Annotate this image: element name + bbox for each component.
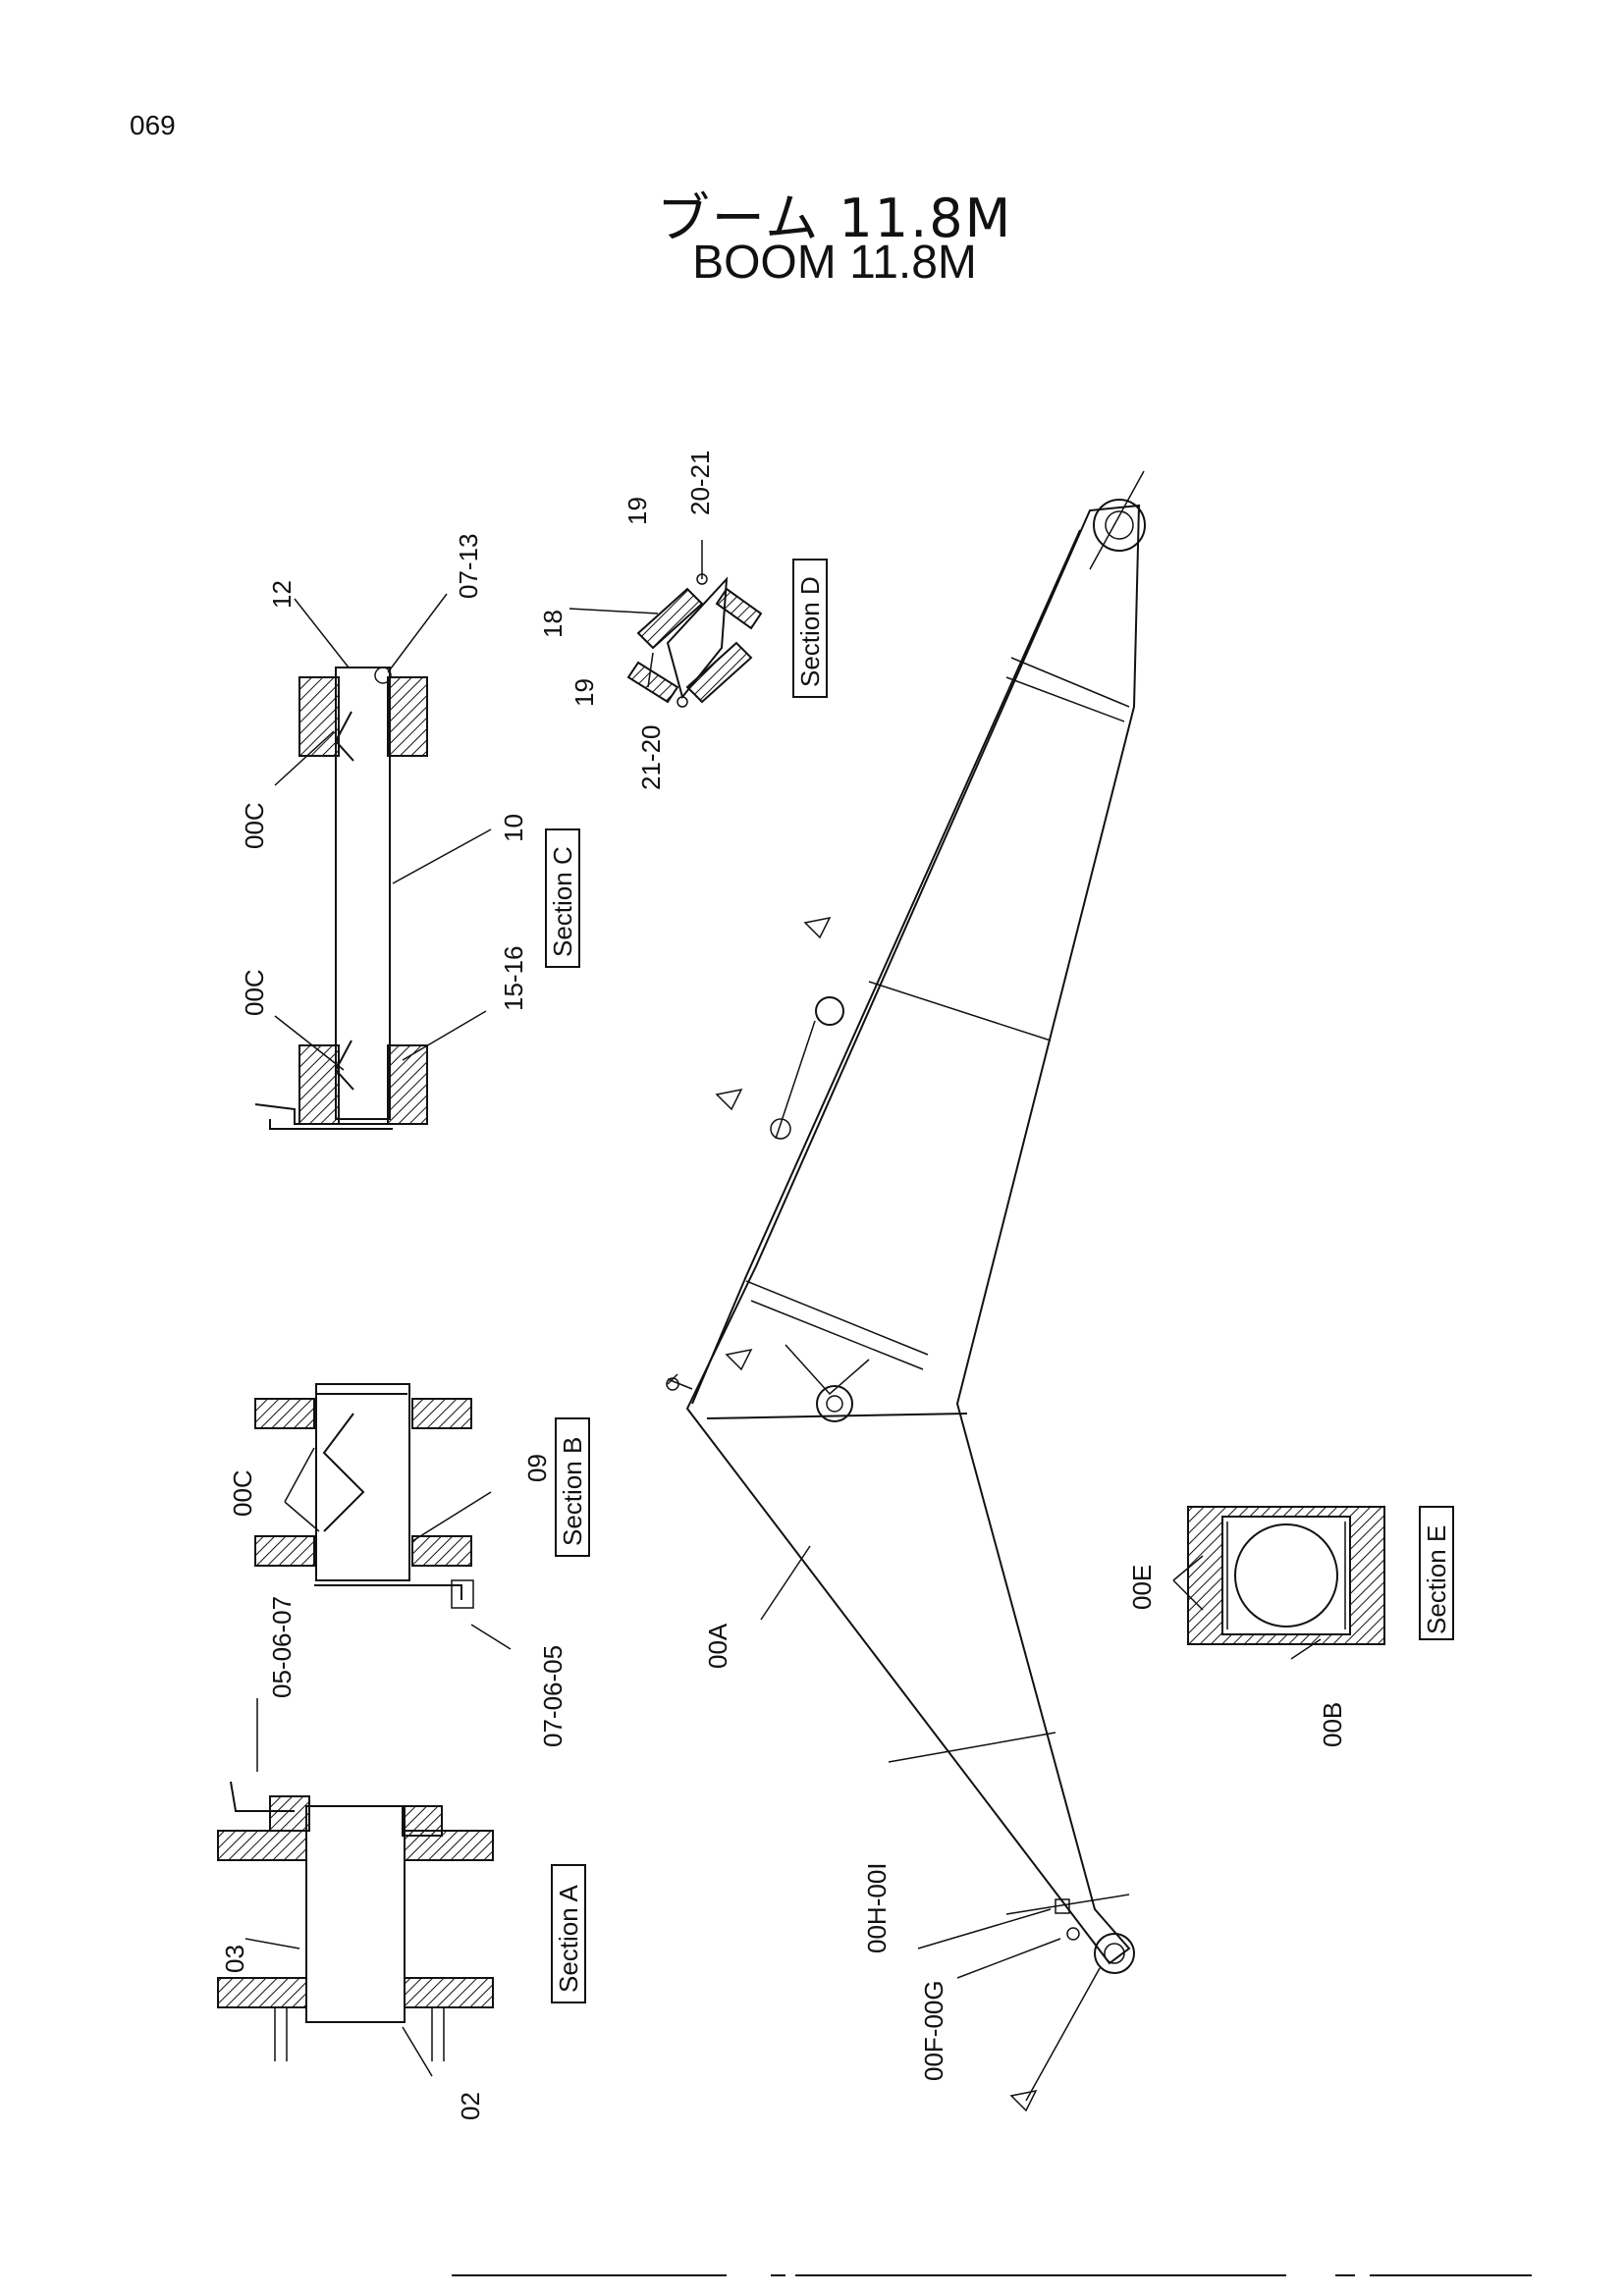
section-c-drawing [254,667,428,1130]
label-05-06-07: 05-06-07 [267,1596,297,1698]
label-00c-section-c-top: 00C [240,802,269,849]
label-20-21: 20-21 [685,451,715,516]
label-19-top: 19 [623,497,652,525]
label-09: 09 [522,1454,552,1482]
section-a-drawing [217,1781,494,2061]
section-c-label: Section C [548,846,577,957]
label-07-13: 07-13 [454,534,483,600]
label-00b: 00B [1318,1702,1347,1747]
section-e-drawing [1187,1506,1385,1645]
label-02: 02 [456,2092,485,2120]
title-japanese: ブーム 11.8M [656,187,1013,249]
label-15-16: 15-16 [499,946,528,1012]
label-03: 03 [220,1945,249,1973]
section-a-box [551,1864,586,2003]
label-21-20: 21-20 [636,725,666,791]
section-b-box [555,1417,590,1557]
boom-outline [666,470,1146,2112]
section-a-label: Section A [554,1884,583,1993]
label-00f-00g: 00F-00G [919,1980,948,2081]
section-b-label: Section B [558,1437,587,1546]
label-07-06-05: 07-06-05 [538,1645,568,1747]
section-d-drawing [626,573,763,708]
label-00e: 00E [1127,1565,1157,1610]
label-10: 10 [499,814,528,842]
label-00a: 00A [703,1623,732,1669]
page-number: 069 [130,110,176,140]
leader-lines [244,540,1322,2077]
section-e-box [1419,1506,1454,1640]
label-00h-00i: 00H-00I [862,1863,892,1954]
title-english: BOOM 11.8M [692,237,977,289]
section-d-label: Section D [795,576,825,687]
section-d-box [792,559,828,698]
section-b-drawing [254,1383,474,1609]
label-18: 18 [538,610,568,638]
section-e-label: Section E [1422,1525,1451,1634]
label-00c-section-b: 00C [228,1469,257,1517]
section-c-box [545,828,580,968]
label-00c-section-c-bottom: 00C [240,969,269,1016]
label-12: 12 [267,580,297,609]
label-19-bottom: 19 [569,678,599,707]
